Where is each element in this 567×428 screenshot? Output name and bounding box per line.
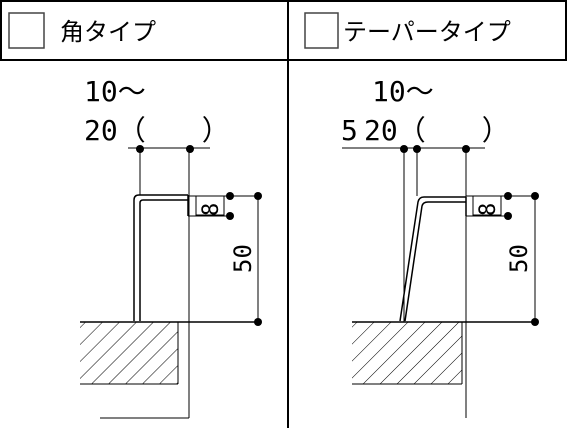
right-dim-prefix: 5 — [341, 114, 358, 147]
right-dim-small: 8 — [476, 203, 501, 216]
right-checkbox[interactable] — [304, 12, 339, 49]
right-dim-range-top: 10〜 — [372, 75, 434, 108]
left-checkbox[interactable] — [8, 12, 45, 49]
left-dim-small: 8 — [199, 203, 224, 216]
left-dim-range-bottom: 20（ ） — [84, 114, 230, 147]
right-dim-range-bottom: 20（ ） — [364, 114, 510, 147]
left-type-label: 角タイプ — [60, 18, 156, 46]
left-dim-range-top: 10〜 — [84, 75, 146, 108]
right-drawing: 10〜 5 20（ ） 8 50 — [341, 75, 539, 418]
right-header: テーパータイプ — [304, 12, 511, 49]
left-header: 角タイプ — [8, 12, 156, 49]
left-drawing: 10〜 20（ ） 8 50 — [80, 75, 262, 419]
left-dim-height: 50 — [229, 244, 257, 273]
right-type-label: テーパータイプ — [343, 18, 511, 46]
right-dim-height: 50 — [505, 244, 533, 273]
